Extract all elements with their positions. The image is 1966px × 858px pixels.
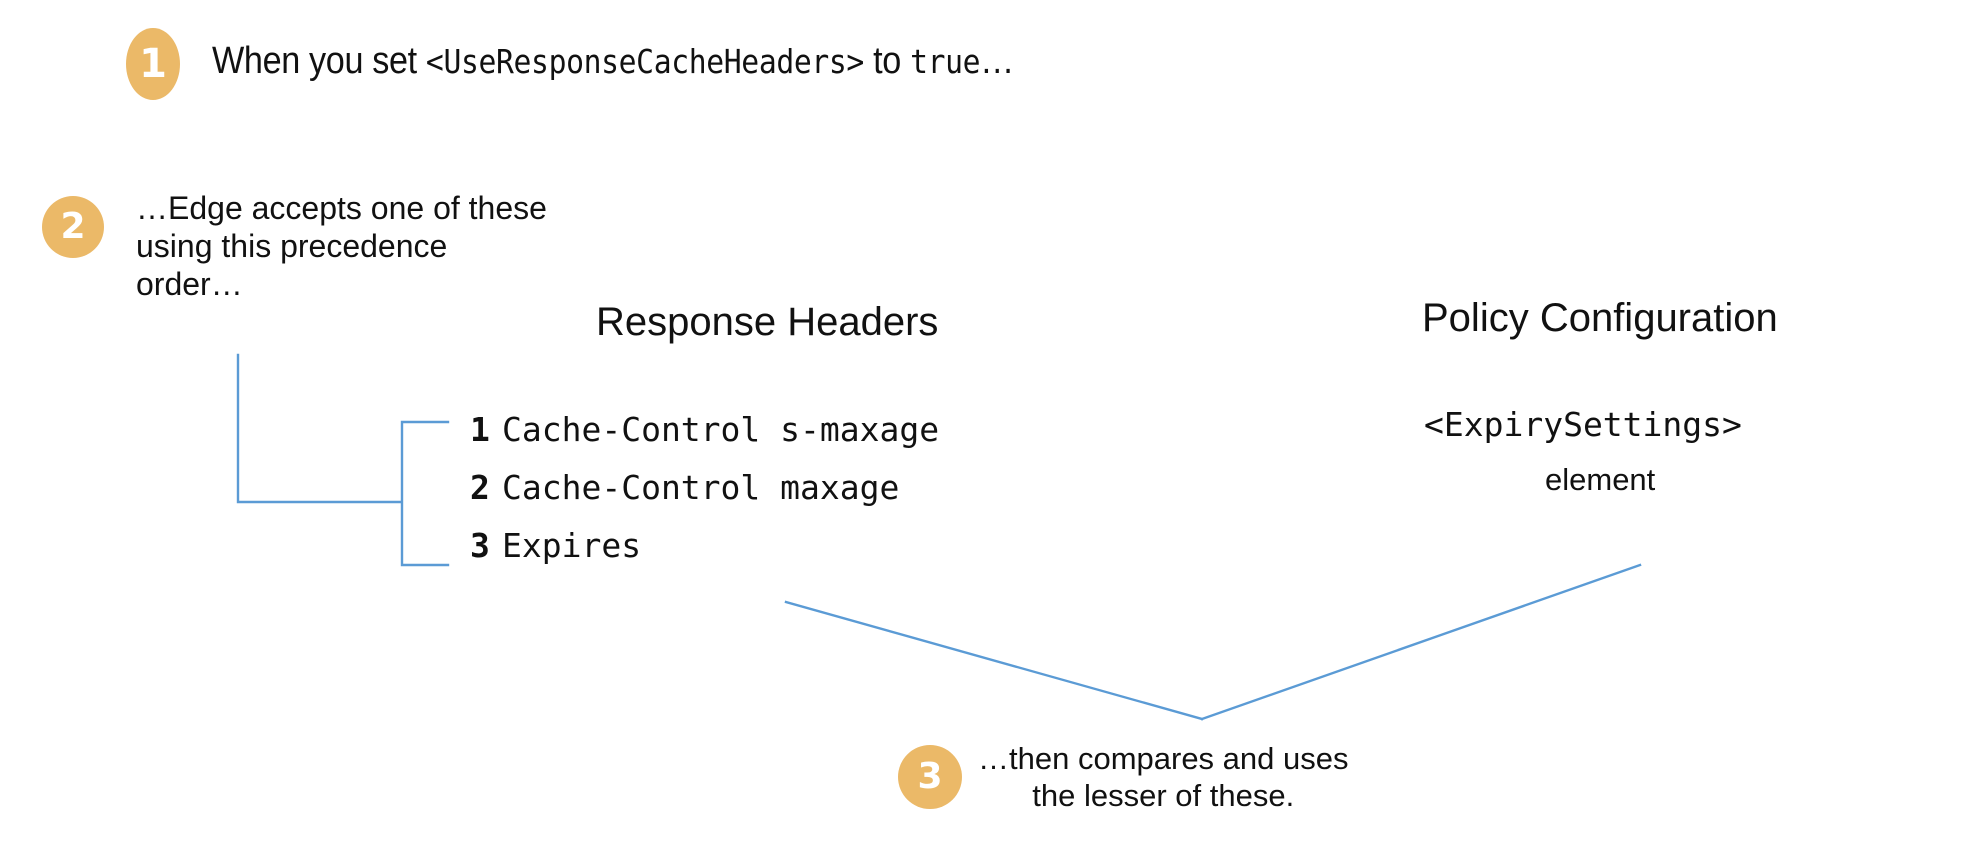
list-item: 1 Cache-Control s-maxage [470, 410, 939, 468]
expiry-settings-element-name: <ExpirySettings> [1424, 405, 1742, 444]
v-connector-right [1200, 563, 1642, 721]
step-badge-2: 2 [42, 196, 104, 258]
step-badge-1: 1 [126, 28, 180, 100]
step-1-element-name: <UseResponseCacheHeaders> [425, 42, 864, 81]
step-1-text-middle: to [863, 40, 911, 82]
step-1-text-before: When you set [212, 40, 426, 82]
list-item: 2 Cache-Control maxage [470, 468, 939, 526]
list-item-number: 3 [470, 526, 490, 565]
v-connector-left [784, 600, 1204, 721]
response-headers-list: 1 Cache-Control s-maxage 2 Cache-Control… [470, 410, 939, 584]
response-headers-heading: Response Headers [596, 300, 939, 344]
step-3-text: …then compares and uses the lesser of th… [978, 741, 1349, 814]
step-2-text: …Edge accepts one of these using this pr… [136, 190, 547, 302]
step-badge-3: 3 [898, 745, 962, 809]
step-1-text-after: … [980, 40, 1014, 82]
list-item-label: Expires [502, 526, 642, 565]
expiry-settings-element-suffix: element [1545, 462, 1656, 497]
list-item-label: Cache-Control maxage [502, 468, 900, 507]
response-headers-bracket [400, 420, 450, 567]
list-item-number: 1 [470, 410, 490, 449]
callout2-elbow-connector [236, 353, 402, 504]
list-item-number: 2 [470, 468, 490, 507]
list-item: 3 Expires [470, 526, 939, 584]
step-1-value-true: true [910, 42, 981, 81]
policy-configuration-heading: Policy Configuration [1422, 296, 1778, 340]
list-item-label: Cache-Control s-maxage [502, 410, 940, 449]
step-1-text: When you set <UseResponseCacheHeaders> t… [212, 40, 1014, 83]
